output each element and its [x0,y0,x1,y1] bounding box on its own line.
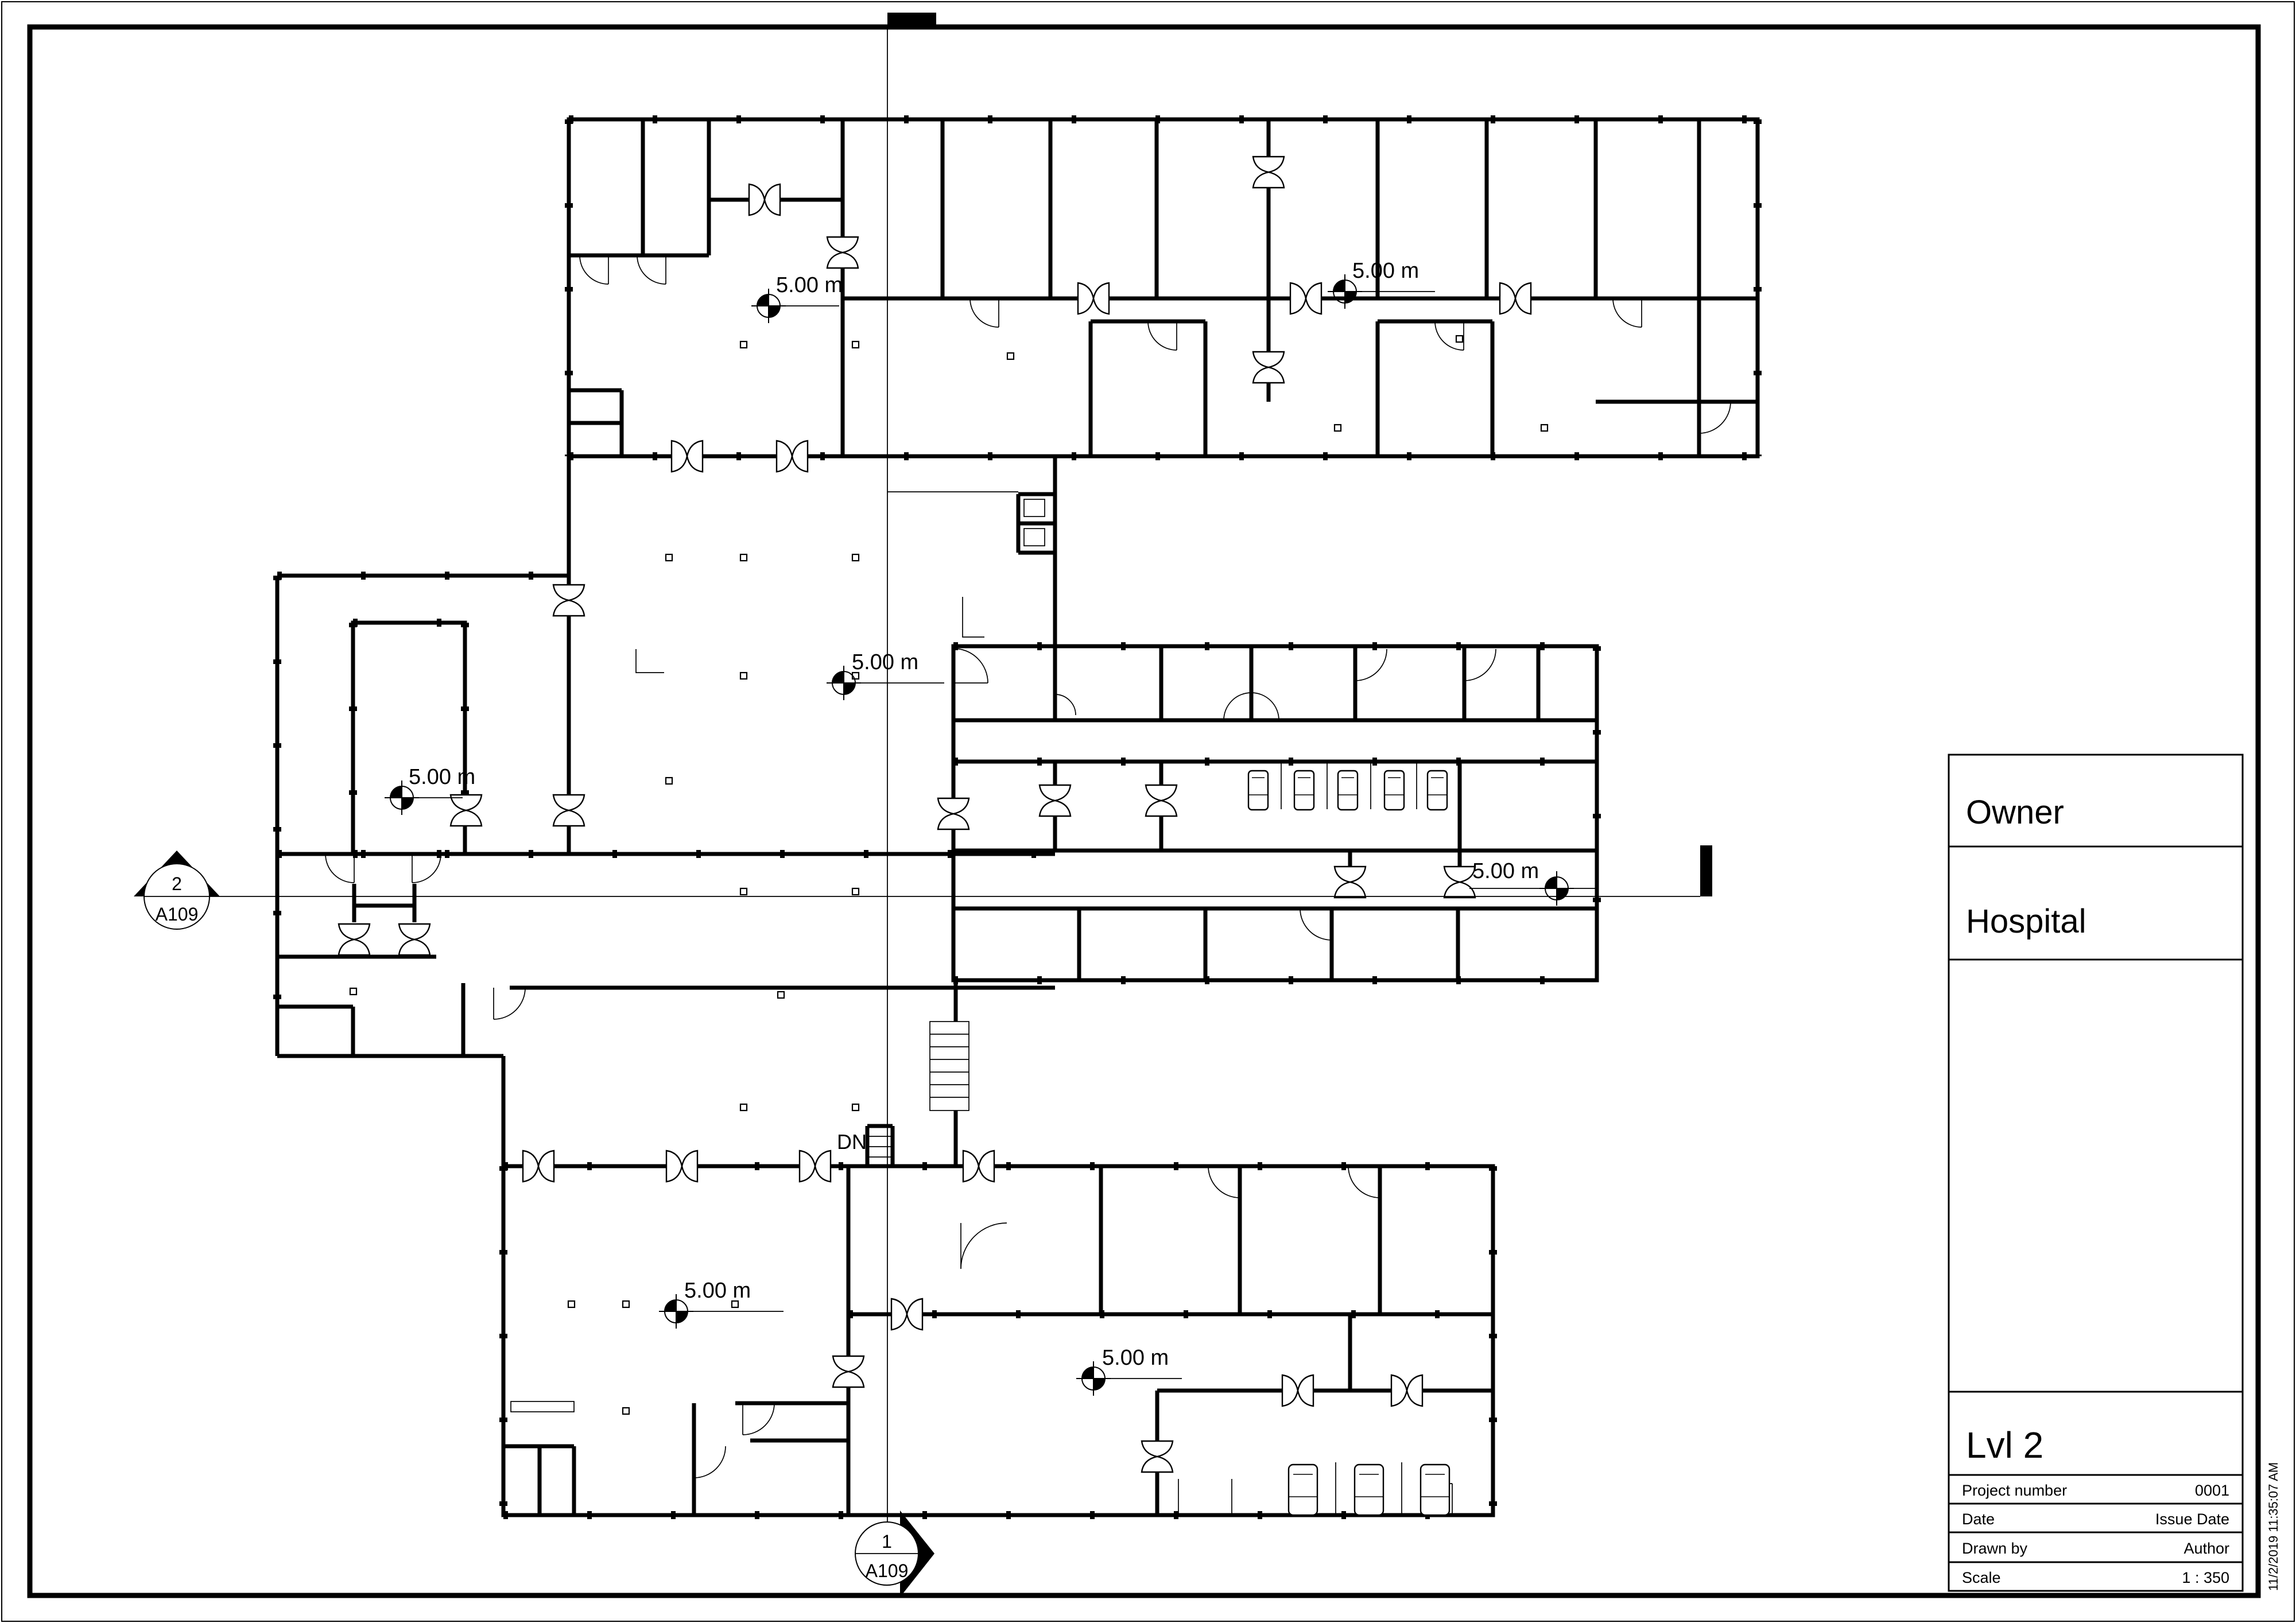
double-door-symbol [552,584,585,617]
plan-walls [273,115,1762,1519]
title-block-row-drawn-by: Drawn by Author [1962,1540,2229,1557]
spot-elevation-value: 5.00 m [776,273,843,297]
double-door-symbol [552,794,585,827]
title-block-row-date: Date Issue Date [1962,1511,2229,1528]
field-label: Drawn by [1962,1540,2028,1557]
double-door-symbol [1077,282,1110,315]
stair [929,1021,969,1111]
exterior-wall-mullions [273,115,1762,1519]
field-label: Date [1962,1511,1995,1528]
double-door-symbol [670,440,704,473]
section-marker-2-A109: 2 A109 [134,851,220,930]
double-door-symbol [1289,282,1322,315]
spot-elevation-value: 5.00 m [1352,259,1419,283]
sheet-border [27,24,2261,1598]
bed-symbol [1337,770,1359,811]
spot-elevation: 5.00 m [751,273,843,324]
double-door-symbol [1333,865,1367,899]
title-block-row-project-number: Project number 0001 [1962,1482,2229,1499]
double-door-symbol [449,794,483,827]
double-door-symbol [962,1150,995,1183]
spot-elevations: 5.00 m 5.00 m 5.00 m 5.00 m 5.00 m 5.00 … [384,259,1597,1396]
stair-down-label: DN [837,1130,867,1154]
field-value: Issue Date [2155,1511,2229,1528]
title-block-frame [1948,754,2244,1592]
reception-counter [962,597,984,638]
double-door-symbol [832,1355,865,1388]
spot-elevation: 5.00 m [1469,859,1597,906]
plan-thin-lines [510,491,1417,1515]
double-door-symbol [398,923,431,956]
view-name: Lvl 2 [1966,1424,2043,1466]
section-detail-number: 2 [172,873,182,894]
bed-symbol [1383,770,1405,811]
bed-symbol [1287,1463,1318,1516]
spot-elevation: 5.00 m [826,650,944,701]
field-label: Project number [1962,1482,2067,1499]
double-door-symbol [1281,1374,1314,1407]
double-door-symbol [665,1150,699,1183]
bed-symbol [1353,1463,1384,1516]
double-door-symbol [1390,1374,1424,1407]
double-door-symbol [775,440,809,473]
section-sheet-number: A109 [866,1560,909,1581]
field-value: Author [2183,1540,2229,1557]
elevator-car [1023,528,1045,546]
double-door-symbol [1252,351,1285,384]
double-door-symbol [748,183,781,216]
bed-symbol [1426,770,1448,811]
field-value: 0001 [2195,1482,2229,1499]
double-door-symbol [522,1150,555,1183]
column-grid-dots [349,335,1549,1415]
bed-curtain-partitions [1178,1462,1402,1515]
double-door-symbol [890,1298,924,1331]
field-label: Scale [1962,1569,2001,1586]
project-name: Hospital [1966,903,2086,940]
elevator-car [1023,499,1045,517]
print-timestamp: 11/2/2019 11:35:07 AM [2266,1462,2281,1591]
double-door-symbol [1443,865,1476,899]
double-door-symbol [826,236,859,269]
owner-name: Owner [1966,794,2064,831]
spot-elevation-icon [1539,871,1574,906]
title-block: Owner Hospital Lvl 2 Project number 0001… [1948,754,2244,1592]
double-door-symbol [798,1150,832,1183]
spot-elevation: 5.00 m [658,1279,784,1329]
double-door-symbol [1145,784,1178,817]
spot-elevation: 5.00 m [1327,259,1435,309]
reception-counter [635,649,664,673]
counter [510,1401,575,1412]
spot-elevation-value: 5.00 m [409,765,475,789]
section-sheet-number: A109 [156,904,199,925]
section-detail-number: 1 [882,1531,892,1552]
bed-symbol [1247,770,1269,811]
field-value: 1 : 350 [2182,1569,2229,1586]
double-door-symbol [1252,156,1285,189]
door-swings [325,255,1731,1516]
spot-elevation: 5.00 m [1076,1346,1182,1396]
bed-curtain-partitions [1281,762,1417,809]
section-line-flag-top [887,13,936,25]
bed-symbol [1293,770,1315,811]
double-door-symbol [338,923,371,956]
section-annotations: 2 A109 1 A109 [134,13,1712,1597]
bed-symbol [1420,1463,1450,1516]
section-marker-1-A109: 1 A109 [855,1511,934,1597]
spot-elevation-value: 5.00 m [1102,1346,1169,1370]
spot-elevation-value: 5.00 m [852,650,918,674]
double-door-symbol [1141,1440,1174,1473]
double-door-symbol [1499,282,1532,315]
stair-treads [867,1136,893,1158]
spot-elevation-value: 5.00 m [1472,859,1539,883]
title-block-row-scale: Scale 1 : 350 [1962,1569,2229,1586]
double-doors [338,156,1532,1473]
double-door-symbol [1038,784,1072,817]
section-line-flag-right [1700,845,1712,896]
spot-elevation-value: 5.00 m [684,1279,751,1303]
spot-elevation: 5.00 m [384,765,475,816]
double-door-symbol [937,797,970,830]
